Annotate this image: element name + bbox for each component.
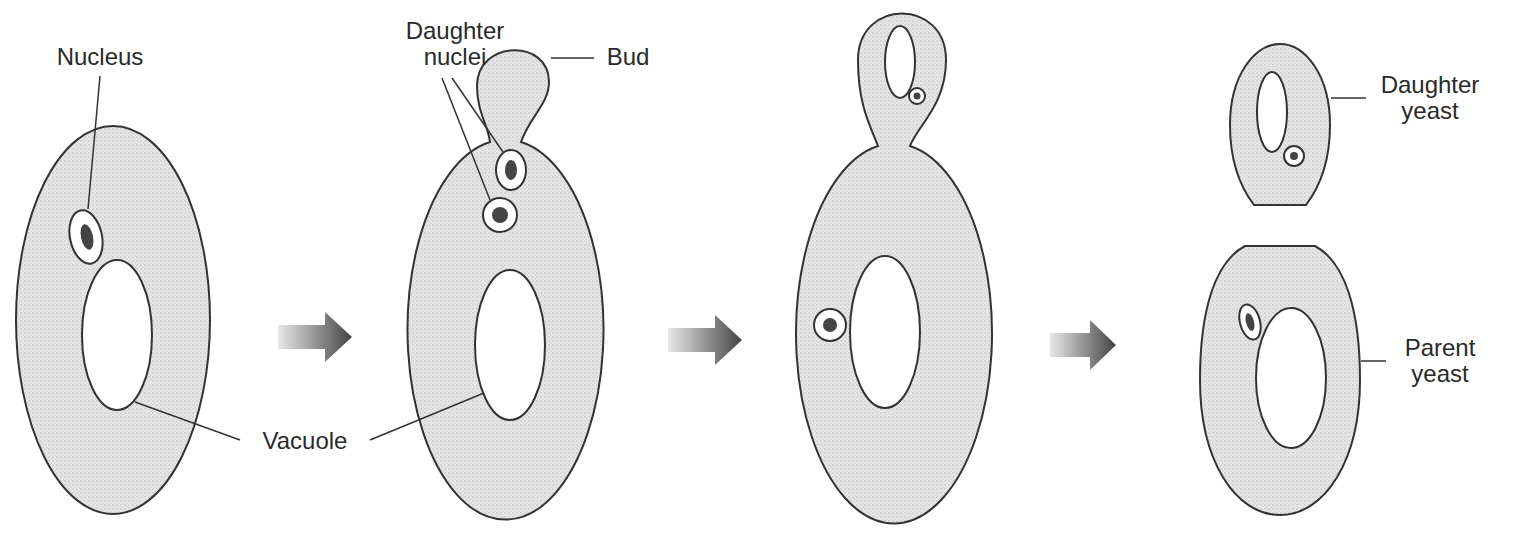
process-arrow xyxy=(278,312,1116,370)
part-label: Bud xyxy=(598,44,658,70)
budding-yeast-cell xyxy=(407,50,603,519)
yeast-cell xyxy=(16,126,210,514)
part-label: Parent yeast xyxy=(1390,335,1490,388)
leader-line xyxy=(88,58,1386,440)
budding-yeast-cell xyxy=(796,14,992,524)
part-label: Vacuole xyxy=(245,428,365,454)
daughter-yeast-cell xyxy=(1230,44,1330,205)
part-label: Nucleus xyxy=(50,44,150,70)
part-label: Daughter nuclei xyxy=(395,18,515,71)
parent-yeast-cell xyxy=(1200,246,1360,515)
part-label: Daughter yeast xyxy=(1370,72,1490,125)
